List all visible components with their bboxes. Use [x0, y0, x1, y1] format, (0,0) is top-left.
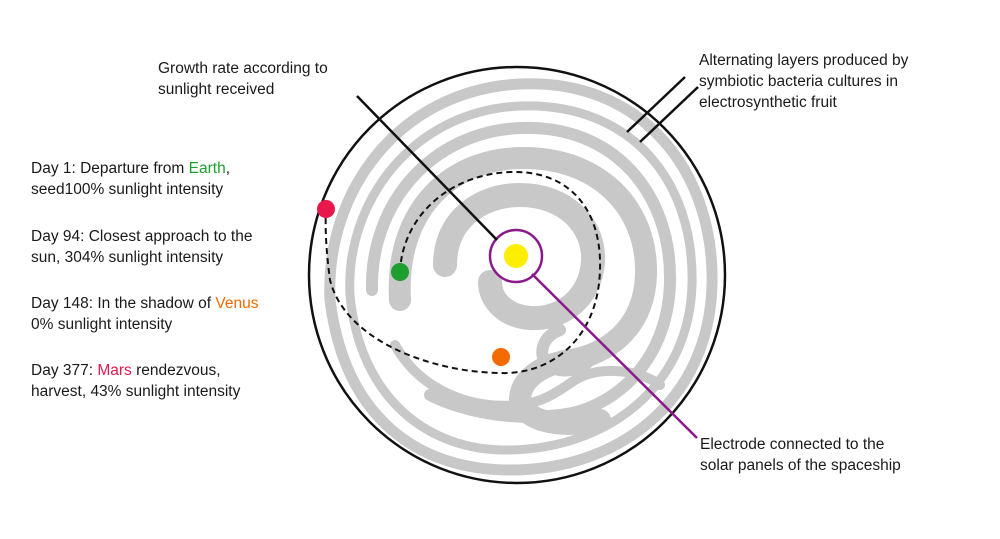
day-377-line-1: Day 377: Mars rendezvous, [31, 362, 221, 379]
layers-leader-line-2 [639, 86, 699, 143]
center-ring [488, 228, 544, 284]
electrode-line-1: Electrode connected to the [700, 436, 885, 453]
day-94-annotation: Day 94: Closest approach to the sun, 304… [31, 226, 252, 268]
electrode-line-2: solar panels of the spaceship [700, 457, 901, 474]
layer-band-7 [536, 324, 596, 377]
sun-dot [504, 244, 528, 268]
day-1-line-1: Day 1: Departure from Earth, [31, 158, 230, 179]
electrode-label: Electrode connected to the solar panels … [700, 434, 901, 476]
day-94-line-1: Day 94: Closest approach to the [31, 228, 253, 245]
earth-label: Earth [188, 160, 226, 177]
fruit-outline [307, 65, 727, 485]
day-1-text: Day 1: Departure from [31, 160, 189, 177]
day-1-annotation: Day 1: Departure from Earth, seed100% su… [31, 158, 230, 200]
mars-dot [317, 200, 335, 218]
layer-band-2 [345, 101, 697, 455]
day-148-annotation: Day 148: In the shadow of Venus 0% sunli… [31, 293, 259, 335]
day-1-line-2: seed100% sunlight intensity [31, 181, 224, 198]
day-94-line-2: sun, 304% sunlight intensity [31, 249, 224, 266]
day-377-line-2: harvest, 43% sunlight intensity [31, 383, 241, 400]
day-1-comma: , [225, 160, 231, 177]
growth-layers [324, 78, 718, 476]
day-148-line-1: Day 148: In the shadow of Venus [31, 293, 259, 314]
layers-leader-line-1 [626, 76, 686, 133]
venus-label: Venus [215, 295, 259, 312]
trajectory-path [324, 170, 602, 375]
mars-label: Mars [97, 362, 132, 379]
layer-band-6 [390, 340, 665, 411]
growth-rate-line-2: sunlight received [158, 81, 275, 98]
alternating-layers-label: Alternating layers produced by symbiotic… [699, 50, 908, 113]
growth-rate-label: Growth rate according to sunlight receiv… [158, 58, 328, 100]
electrode-leader-line [531, 273, 698, 439]
venus-dot [492, 348, 510, 366]
day-148-text: Day 148: In the shadow of [31, 295, 216, 312]
layer-band-5 [433, 182, 606, 331]
day-377-text: rendezvous, [131, 362, 221, 379]
layers-line-3: electrosynthetic fruit [699, 94, 837, 111]
growth-leader-line [356, 95, 498, 241]
layers-line-2: symbiotic bacteria cultures in [699, 73, 898, 90]
day-377-annotation: Day 377: Mars rendezvous, harvest, 43% s… [31, 360, 240, 402]
layers-line-1: Alternating layers produced by [699, 52, 909, 69]
growth-rate-line-1: Growth rate according to [158, 60, 328, 77]
layer-band-1 [324, 78, 718, 476]
day-148-line-2: 0% sunlight intensity [31, 316, 173, 333]
earth-dot [391, 263, 409, 281]
